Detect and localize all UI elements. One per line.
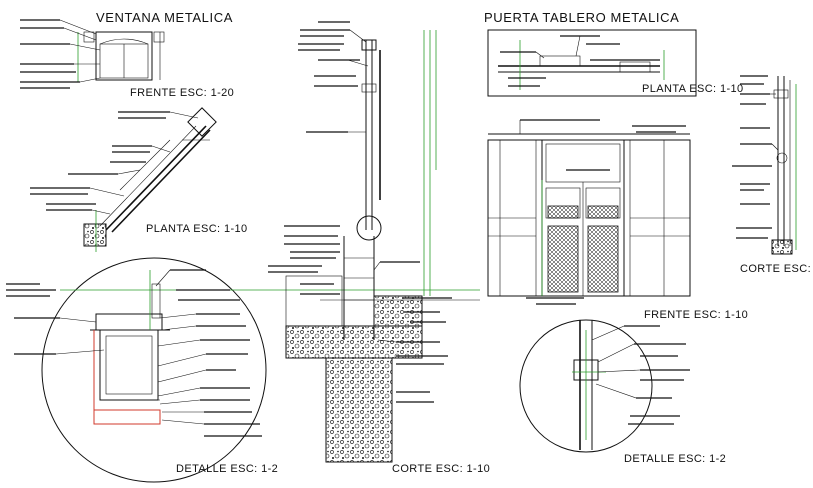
puerta-frente-view: FRENTE ESC: 1-10 xyxy=(487,119,748,321)
corte-central-label: CORTE ESC: 1-10 xyxy=(392,463,490,475)
ventana-detalle-notes xyxy=(6,269,262,437)
puerta-frente-notes xyxy=(519,119,686,305)
corte-central-notes xyxy=(268,21,452,403)
ventana-detalle-view: DETALLE ESC: 1-2 xyxy=(6,257,480,483)
ventana-frente-view: VENTANA METALICA FRENTE ESC: 1-20 xyxy=(20,10,234,99)
frente-puerta-label: FRENTE ESC: 1-10 xyxy=(644,309,748,321)
puerta-title: PUERTA TABLERO METALICA xyxy=(484,10,679,25)
detalle-puerta-label: DETALLE ESC: 1-2 xyxy=(624,453,726,465)
puerta-planta-view: PUERTA TABLERO METALICA PLANTA ESC: 1-10 xyxy=(484,10,744,97)
corte-derecho-label: CORTE ESC: 1-10 xyxy=(740,263,813,275)
corte-derecho-view: CORTE ESC: 1-10 xyxy=(732,75,813,275)
planta-puerta-label: PLANTA ESC: 1-10 xyxy=(642,83,744,95)
puerta-detalle-view: DETALLE ESC: 1-2 xyxy=(519,319,726,465)
frente-ventana-label: FRENTE ESC: 1-20 xyxy=(130,87,234,99)
corte-derecho-notes xyxy=(732,75,779,239)
ventana-frente-notes xyxy=(20,19,101,89)
detalle-ventana-label: DETALLE ESC: 1-2 xyxy=(176,463,278,475)
ventana-planta-notes xyxy=(30,111,199,215)
planta-ventana-label: PLANTA ESC: 1-10 xyxy=(146,223,248,235)
ventana-title: VENTANA METALICA xyxy=(96,10,233,25)
puerta-detalle-notes xyxy=(591,325,690,425)
ventana-planta-view: PLANTA ESC: 1-10 xyxy=(30,107,248,252)
corte-central-view: CORTE ESC: 1-10 xyxy=(268,21,490,475)
puerta-planta-notes xyxy=(500,35,660,87)
